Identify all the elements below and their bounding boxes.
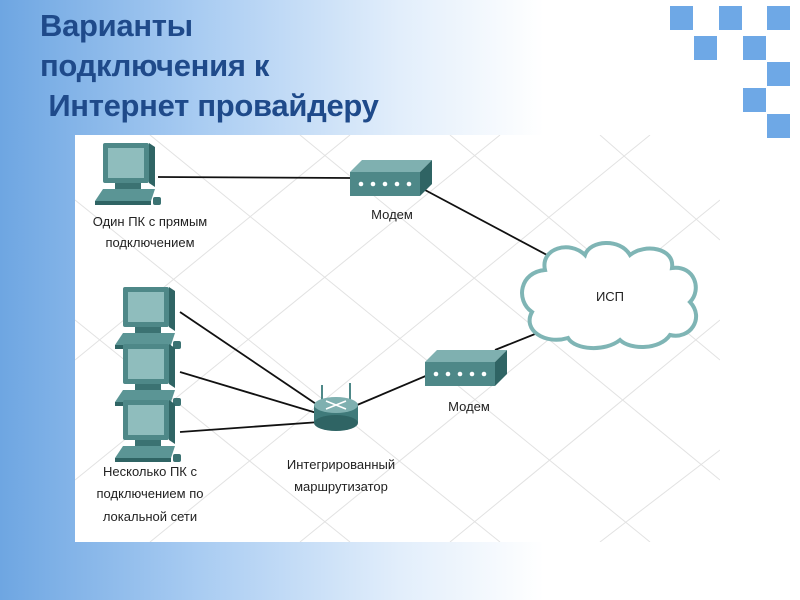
lan-pc-icon xyxy=(115,400,181,462)
router-label-1: Интегрированный xyxy=(287,457,395,472)
title-line-1: Варианты xyxy=(40,8,193,43)
lan-pc-icon xyxy=(115,287,181,349)
modem-top-label: Модем xyxy=(371,207,413,222)
title-line-3: Интернет провайдеру xyxy=(40,88,379,123)
lan-pc-icon xyxy=(115,344,181,406)
isp-cloud-icon xyxy=(520,241,698,350)
network-diagram: ИСП Один ПК с прямым подключением Модем … xyxy=(74,134,721,543)
modem-icon xyxy=(425,350,507,386)
single-pc-label-2: подключением xyxy=(105,235,194,250)
isp-label: ИСП xyxy=(596,289,624,304)
lan-pcs-label-1: Несколько ПК с xyxy=(103,464,197,479)
slide-title: Варианты подключения к Интернет провайде… xyxy=(40,6,379,126)
router-icon xyxy=(314,383,358,431)
router-label-2: маршрутизатор xyxy=(294,479,388,494)
lan-pcs-label-2: подключением по xyxy=(97,486,204,501)
modem-icon xyxy=(350,160,432,196)
single-pc-icon xyxy=(95,143,161,205)
title-line-2: подключения к xyxy=(40,48,270,83)
lan-pcs-label-3: локальной сети xyxy=(103,509,197,524)
single-pc-label-1: Один ПК с прямым xyxy=(93,214,208,229)
modem-bottom-label: Модем xyxy=(448,399,490,414)
connection-lines xyxy=(157,176,563,433)
